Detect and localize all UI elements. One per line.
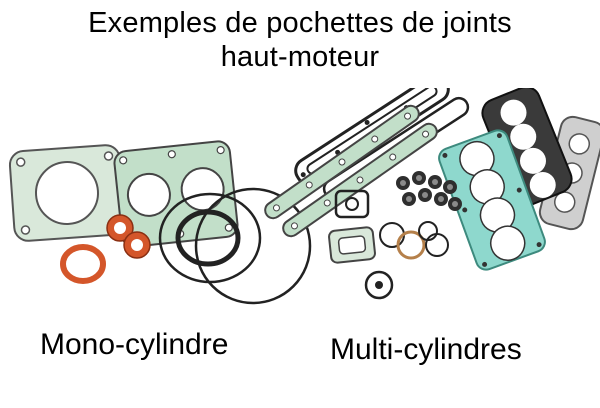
rocker-cover-gasket-black bbox=[481, 88, 573, 206]
washer-with-dot bbox=[364, 270, 394, 300]
caption-multi-cylindres: Multi-cylindres bbox=[330, 333, 522, 366]
cover-gasket-green-1 bbox=[264, 104, 420, 220]
o-rings bbox=[158, 187, 312, 305]
caption-mono-cylindre: Mono-cylindre bbox=[40, 328, 229, 361]
small-o-rings bbox=[379, 221, 449, 260]
valve-stem-seals bbox=[396, 171, 462, 211]
cylinder-base-gasket-right bbox=[113, 140, 239, 248]
exhaust-gasket-rings bbox=[60, 214, 151, 284]
cylinder-base-gasket-left bbox=[8, 144, 126, 242]
head-gasket-teal bbox=[438, 129, 546, 271]
page-title: Exemples de pochettes de joints haut-mot… bbox=[0, 6, 600, 74]
multi-cylinder-gasket-set bbox=[264, 88, 600, 300]
mono-cylinder-gasket-set bbox=[8, 140, 312, 305]
small-rect-gasket bbox=[328, 226, 376, 264]
title-line-2: haut-moteur bbox=[220, 41, 380, 73]
cover-gasket-green-2 bbox=[282, 122, 438, 238]
gasket-kits-photo bbox=[8, 88, 600, 305]
small-square-gasket bbox=[334, 189, 370, 219]
title-line-1: Exemples de pochettes de joints bbox=[88, 7, 512, 39]
